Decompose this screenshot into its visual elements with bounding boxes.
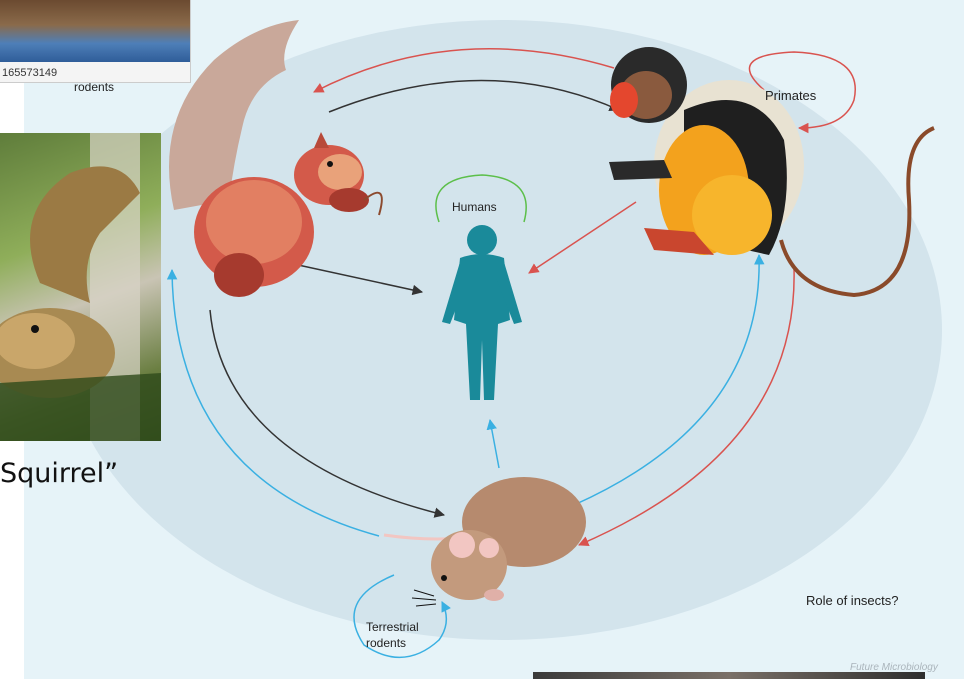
label-terrestrial-rodents: rodents bbox=[366, 636, 406, 650]
photo-top-branch: 165573149 bbox=[0, 0, 191, 83]
diagram-panel: rodents Primates Humans Terrestrial rode… bbox=[24, 0, 964, 679]
photo-top-caption: 165573149 bbox=[2, 67, 57, 79]
branch-photo-image bbox=[0, 0, 190, 62]
label-role-of-insects: Role of insects? bbox=[806, 593, 899, 608]
photo-caption-squirrel: Squirrel” bbox=[0, 458, 118, 489]
label-primates: Primates bbox=[765, 88, 816, 103]
label-terrestrial: Terrestrial bbox=[366, 620, 419, 634]
photo-squirrel bbox=[0, 133, 161, 441]
label-humans: Humans bbox=[452, 200, 497, 214]
transmission-cycle-diagram bbox=[24, 0, 964, 679]
photo-bottom-strip bbox=[533, 672, 925, 679]
squirrel-photo-image bbox=[0, 133, 161, 441]
